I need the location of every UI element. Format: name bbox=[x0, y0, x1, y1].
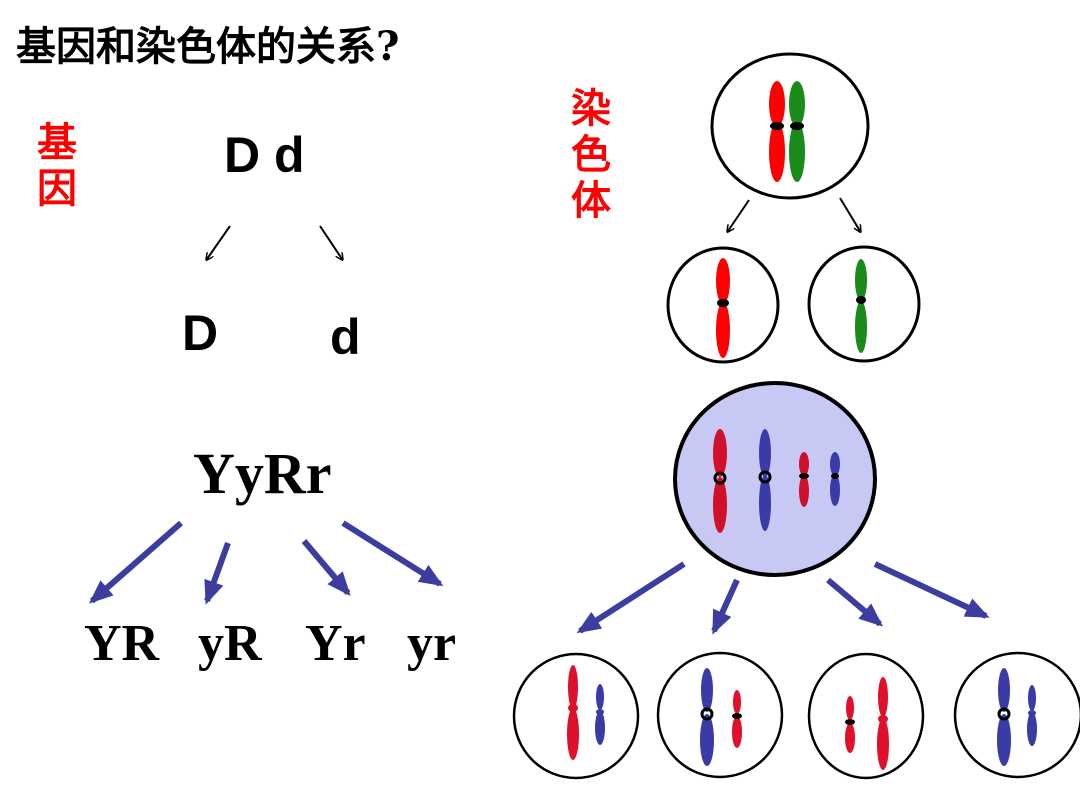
red-homolog-lower bbox=[769, 122, 785, 182]
centromere-red bbox=[770, 122, 784, 130]
gene-split-arrows bbox=[207, 225, 342, 259]
arrow-to-YR bbox=[88, 520, 183, 604]
arrow-to-d bbox=[319, 225, 342, 259]
gene-label-char-2: 因 bbox=[37, 165, 77, 212]
parent-cell-two-pairs bbox=[673, 381, 877, 577]
gamete-YR: YR bbox=[84, 615, 160, 672]
gamete-yr: yr bbox=[407, 615, 457, 672]
centromere-green bbox=[790, 122, 804, 130]
gene-dominant-allele: D bbox=[182, 305, 219, 361]
gamete-arrows bbox=[88, 520, 444, 605]
gamete-cell-3 bbox=[807, 652, 925, 780]
daughter-cell-green bbox=[807, 245, 921, 363]
gene-label: 基 因 bbox=[32, 120, 82, 212]
green-homolog-lower bbox=[789, 122, 805, 182]
chromosome-label-char-3: 体 bbox=[571, 177, 611, 224]
chromosome-label: 染 色 体 bbox=[566, 86, 616, 224]
slide-title: 基因和染色体的关系? bbox=[16, 23, 400, 70]
arrow-to-Yr bbox=[301, 539, 351, 597]
gamete-cell-1 bbox=[512, 652, 640, 780]
gamete-yR: yR bbox=[198, 615, 262, 672]
cell-division-arrows bbox=[576, 561, 990, 635]
arrow-to-D bbox=[207, 225, 231, 259]
red-homolog-upper bbox=[769, 81, 785, 127]
parent-cell-homologs bbox=[710, 52, 870, 200]
chromosome-label-char-2: 色 bbox=[571, 131, 611, 178]
gamete-cell-2 bbox=[656, 651, 784, 779]
gene-pair-parent: D d bbox=[224, 127, 305, 183]
chromosome-label-char-1: 染 bbox=[571, 85, 611, 132]
arrow-to-yr bbox=[341, 520, 444, 587]
daughter-cell-red bbox=[666, 246, 780, 364]
gene-label-char-1: 基 bbox=[37, 119, 77, 166]
genotype-parent: YyRr bbox=[193, 441, 332, 506]
green-homolog-upper bbox=[789, 81, 805, 127]
arrow-to-yR bbox=[204, 541, 231, 605]
homolog-split-arrows bbox=[728, 197, 860, 231]
gamete-Yr: Yr bbox=[305, 615, 366, 672]
gene-recessive-allele: d bbox=[330, 309, 361, 365]
gamete-cell-4 bbox=[953, 651, 1080, 779]
